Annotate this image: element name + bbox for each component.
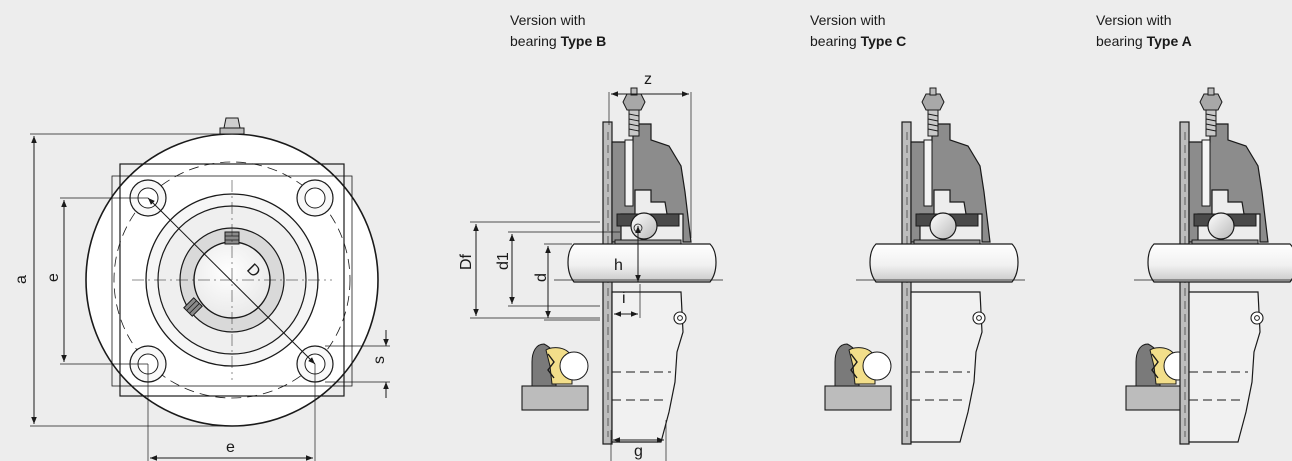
caption-prefix: bearing: [1096, 33, 1147, 49]
caption-line2: bearing Type B: [510, 31, 606, 52]
label-d: d: [533, 273, 550, 282]
caption-line2: bearing Type C: [810, 31, 906, 52]
caption-prefix: bearing: [510, 33, 561, 49]
caption-line1: Version with: [1096, 12, 1172, 28]
caption-type: Type A: [1146, 33, 1192, 49]
caption-line2: bearing Type A: [1096, 31, 1192, 52]
label-z: z: [644, 71, 652, 88]
side-view-type-a: [1125, 87, 1292, 445]
caption-line1: Version with: [810, 12, 886, 28]
side-view-type-c: [824, 87, 1026, 445]
hidden-circle: [113, 161, 351, 399]
dimension-D-line: [147, 197, 316, 365]
caption-line1: Version with: [510, 12, 586, 28]
label-i: i: [622, 290, 626, 307]
label-e-horizontal: e: [226, 439, 235, 456]
caption-prefix: bearing: [810, 33, 861, 49]
grease-nipple-icon: [219, 127, 245, 135]
caption-type-b: Version with bearing Type B: [510, 10, 606, 52]
caption-type: Type C: [860, 33, 907, 49]
label-h: h: [614, 257, 623, 274]
label-d1: d1: [495, 252, 512, 270]
housing-square: [119, 163, 345, 397]
caption-type: Type B: [560, 33, 607, 49]
label-s: s: [371, 356, 388, 364]
label-a: a: [13, 275, 30, 284]
front-view: D a e e s: [13, 117, 390, 461]
side-view-type-b: z Df d1 d h i g: [458, 71, 724, 461]
housing-edge: [111, 175, 353, 387]
label-Df: Df: [458, 253, 475, 270]
caption-type-c: Version with bearing Type C: [810, 10, 906, 52]
label-e-vertical: e: [45, 273, 62, 282]
caption-type-a: Version with bearing Type A: [1096, 10, 1192, 52]
label-g: g: [634, 443, 643, 460]
